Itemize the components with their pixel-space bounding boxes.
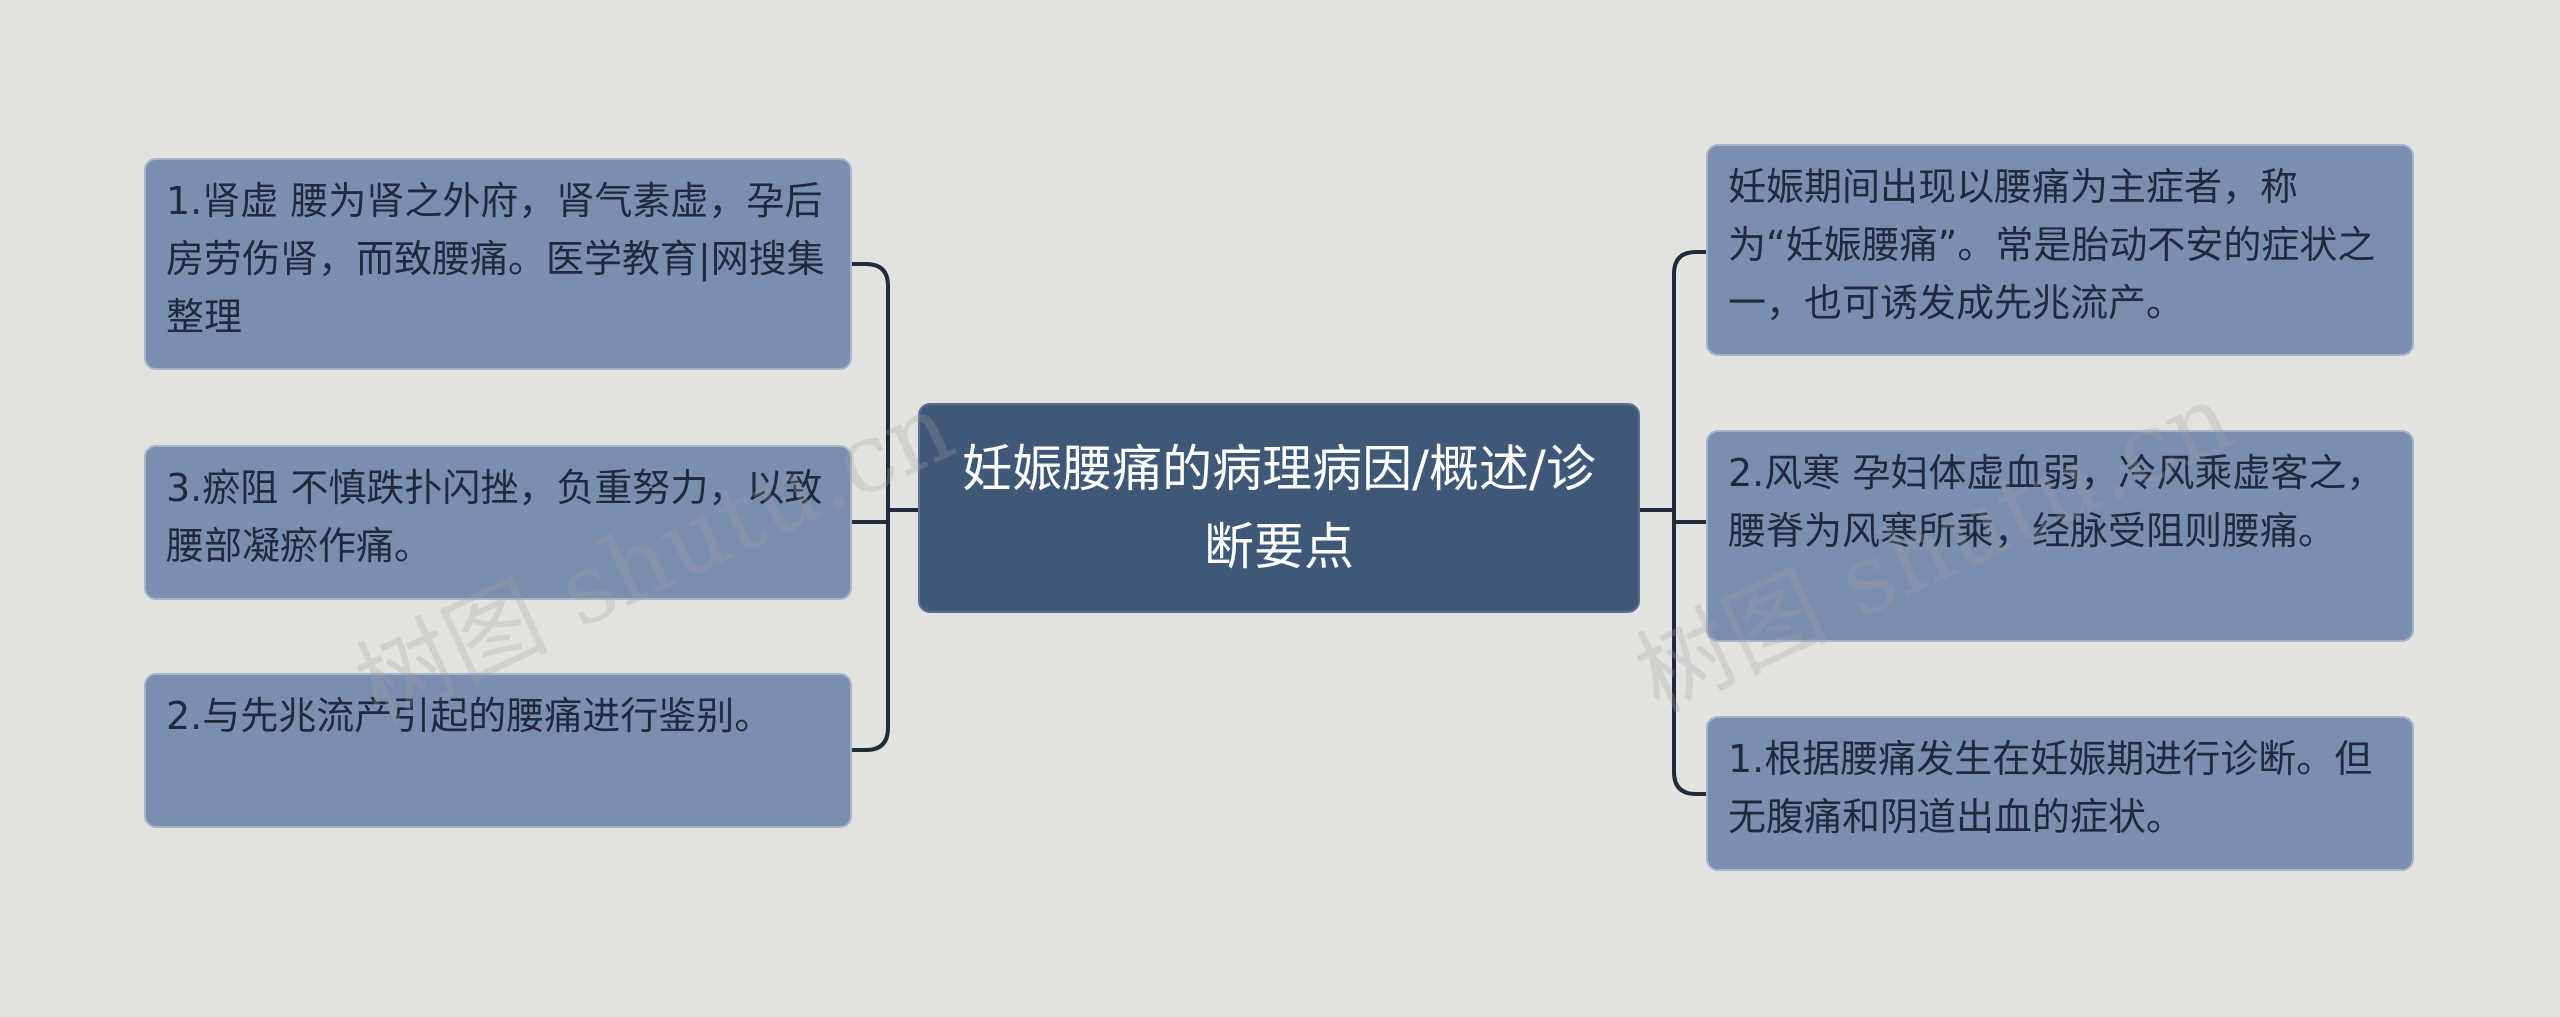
central-topic-label: 妊娠腰痛的病理病因/概述/诊断要点 xyxy=(962,440,1596,576)
left-node-blood-stasis[interactable]: 3.瘀阻 不慎跌扑闪挫，负重努力，以致腰部凝瘀作痛。 xyxy=(144,445,852,600)
central-topic[interactable]: 妊娠腰痛的病理病因/概述/诊断要点 xyxy=(918,403,1640,613)
left-node-label: 3.瘀阻 不慎跌扑闪挫，负重努力，以致腰部凝瘀作痛。 xyxy=(166,466,823,568)
left-node-label: 2.与先兆流产引起的腰痛进行鉴别。 xyxy=(166,694,773,738)
left-node-kidney-deficiency[interactable]: 1.肾虚 腰为肾之外府，肾气素虚，孕后房劳伤肾，而致腰痛。医学教育|网搜集整理 xyxy=(144,158,852,370)
connector-left-3 xyxy=(850,508,890,752)
connector-left-1 xyxy=(850,262,890,512)
left-node-label: 1.肾虚 腰为肾之外府，肾气素虚，孕后房劳伤肾，而致腰痛。医学教育|网搜集整理 xyxy=(166,179,825,339)
right-node-overview[interactable]: 妊娠期间出现以腰痛为主症者，称为“妊娠腰痛”。常是胎动不安的症状之一，也可诱发成… xyxy=(1706,144,2414,356)
connector-left-2 xyxy=(850,508,890,524)
left-node-differentiation[interactable]: 2.与先兆流产引起的腰痛进行鉴别。 xyxy=(144,673,852,828)
connector-right-3 xyxy=(1672,508,1708,796)
connector-right-1 xyxy=(1672,250,1708,512)
right-node-diagnosis[interactable]: 1.根据腰痛发生在妊娠期进行诊断。但无腹痛和阴道出血的症状。 xyxy=(1706,716,2414,871)
right-node-label: 1.根据腰痛发生在妊娠期进行诊断。但无腹痛和阴道出血的症状。 xyxy=(1728,737,2373,839)
right-node-wind-cold[interactable]: 2.风寒 孕妇体虚血弱，冷风乘虚客之，腰脊为风寒所乘，经脉受阻则腰痛。 xyxy=(1706,430,2414,642)
right-node-label: 妊娠期间出现以腰痛为主症者，称为“妊娠腰痛”。常是胎动不安的症状之一，也可诱发成… xyxy=(1728,165,2376,325)
right-node-label: 2.风寒 孕妇体虚血弱，冷风乘虚客之，腰脊为风寒所乘，经脉受阻则腰痛。 xyxy=(1728,451,2385,553)
connector-right-2 xyxy=(1672,508,1708,524)
